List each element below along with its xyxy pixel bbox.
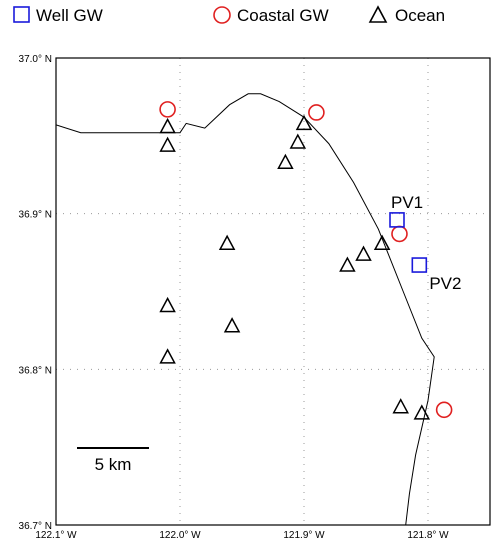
well-gw-site-marker <box>389 212 405 228</box>
coastal-gw-site-marker <box>435 401 453 419</box>
ocean-site-marker <box>339 256 356 272</box>
ocean-site-marker <box>159 117 176 134</box>
square-marker-icon <box>13 6 30 23</box>
lat-tick-label: 36.9° N <box>19 210 52 221</box>
lat-tick-label: 36.8° N <box>19 365 52 376</box>
ocean-site-marker <box>277 153 294 170</box>
well-gw-site-marker <box>411 257 428 273</box>
ocean-site-marker <box>373 234 391 250</box>
scale-bar-label: 5 km <box>95 455 132 474</box>
well-label: PV1 <box>391 193 423 212</box>
ocean-site-marker <box>159 348 176 364</box>
ocean-sites <box>159 114 431 420</box>
lat-tick-label: 37.0° N <box>19 54 52 65</box>
ocean-site-marker <box>223 317 241 333</box>
scale-bar: 5 km <box>77 447 149 474</box>
ocean-site-marker <box>159 296 176 313</box>
circle-marker-icon <box>213 6 231 24</box>
ocean-site-marker <box>392 398 409 414</box>
legend-ocean: Ocean <box>368 5 445 25</box>
well-label: PV2 <box>429 274 461 293</box>
triangle-marker-icon <box>368 5 388 23</box>
legend-label-well-gw: Well GW <box>36 6 103 25</box>
coastal-gw-site-marker <box>391 225 408 243</box>
coastline <box>56 93 435 525</box>
map-frame <box>55 57 491 526</box>
ocean-site-marker <box>413 404 431 420</box>
ocean-site-marker <box>218 234 236 250</box>
legend-label-coastal-gw: Coastal GW <box>237 6 329 25</box>
coastal-gw-sites <box>159 101 453 419</box>
coastal-gw-site-marker <box>159 101 176 118</box>
ocean-site-marker <box>159 136 176 152</box>
ocean-site-marker <box>289 133 307 149</box>
legend-coastal-gw: Coastal GW <box>213 6 329 25</box>
lon-tick-label: 122.1° W <box>35 530 77 541</box>
ocean-site-marker <box>295 114 313 131</box>
coastal-gw-site-marker <box>308 104 325 121</box>
lon-tick-label: 121.8° W <box>407 530 449 541</box>
lon-tick-label: 122.0° W <box>159 530 201 541</box>
lon-tick-label: 121.9° W <box>283 530 325 541</box>
ocean-site-marker <box>355 245 372 261</box>
legend-well-gw: Well GW <box>13 6 103 25</box>
legend-label-ocean: Ocean <box>395 6 445 25</box>
grid-lines <box>56 58 490 525</box>
lat-tick-label: 36.7° N <box>19 521 52 532</box>
legend: Well GW Coastal GW Ocean <box>13 5 445 25</box>
